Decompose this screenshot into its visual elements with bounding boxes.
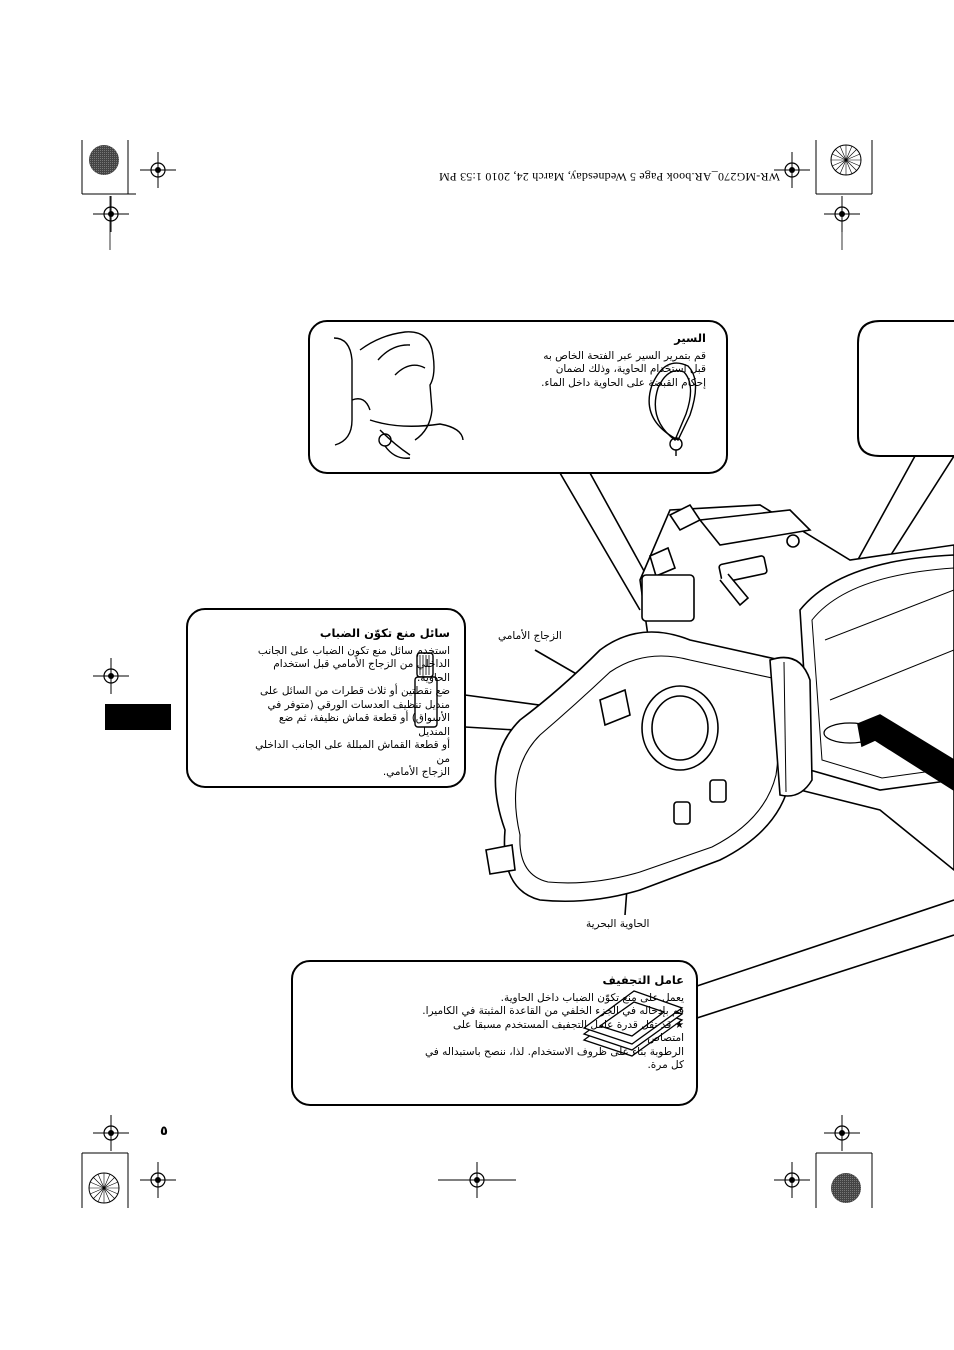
page-number: ٥ — [160, 1124, 168, 1139]
strap-callout-box — [308, 320, 728, 474]
strap-hand-illustration — [333, 331, 464, 459]
anti-fog-callout-title: سائل منع تكوّن الضباب — [319, 626, 450, 640]
anti-fog-line-6: الأسواق) أو قطعة قماش نظيفة، ثم ضع المند… — [278, 712, 450, 738]
strap-line-3: إحكام القبضة على الحاوية داخل الماء. — [541, 376, 706, 389]
desiccant-line-3: ★ قد تقل قدرة عامل التجفيف المستخدم مسبق… — [452, 1018, 684, 1045]
registration-marks — [81, 140, 873, 1208]
anti-fog-bottle-icon — [414, 652, 438, 728]
strap-loop-icon — [648, 362, 697, 456]
front-glass-label: الزجاج الأمامي — [498, 630, 562, 642]
anti-fog-line-4: ضع نقطتين أو ثلاث قطرات من السائل على — [260, 685, 450, 697]
desiccant-packet-icon — [582, 990, 684, 1057]
strap-callout-text: السير قم بتمرير السير عبر الفتحة الخاص ب… — [470, 331, 706, 390]
desiccant-callout-text: عامل التجفيف يعمل على منع تكوّن الضباب د… — [304, 973, 684, 1073]
desiccant-line-4: الرطوبة بناء على ظروف الاستخدام. لذا، نن… — [425, 1045, 684, 1058]
strap-callout-title: السير — [674, 331, 706, 345]
strap-line-1: قم بتمرير السير عبر الفتحة الخاص به — [543, 349, 706, 362]
strap-line-2: قبل استخدام الحاوية، وذلك لضمان — [555, 363, 706, 375]
anti-fog-line-3: الحاوية. — [416, 671, 450, 684]
header-file-info: WR-MG270_AR.book Page 5 Wednesday, March… — [438, 170, 780, 184]
registration-dot-bottom-right — [831, 1173, 861, 1203]
desiccant-line-5: كل مرة. — [647, 1059, 684, 1071]
desiccant-line-2: قم بإدخاله في الجزء الخلفي من القاعدة ال… — [422, 1005, 684, 1017]
marine-case-illustration — [485, 503, 954, 903]
anti-fog-line-5: منديل تنظيف العدسات الورقي (متوفر في — [267, 698, 450, 711]
marine-case-label: الحاوية البحرية — [586, 918, 650, 930]
anti-fog-callout-text: سائل منع تكوّن الضباب استخدم سائل منع تك… — [200, 626, 450, 780]
anti-fog-callout-box — [186, 608, 466, 788]
anti-fog-line-2: الداخلي من الزجاج الأمامي قبل استخدام — [273, 658, 450, 670]
chapter-tab — [105, 704, 171, 730]
anti-fog-line-8: الزجاج الأمامي. — [382, 766, 450, 778]
registration-dot-top-left — [89, 145, 119, 175]
right-callout-box-partial — [857, 320, 954, 457]
desiccant-callout-title: عامل التجفيف — [602, 973, 684, 987]
desiccant-line-1: يعمل على منع تكوّن الضباب داخل الحاوية. — [500, 991, 684, 1004]
anti-fog-line-7: أو قطعة القماش المبللة على الجانب الداخل… — [255, 739, 450, 765]
desiccant-callout-box — [291, 960, 698, 1106]
anti-fog-line-1: استخدم سائل منع تكون الضباب على الجانب — [257, 644, 450, 657]
